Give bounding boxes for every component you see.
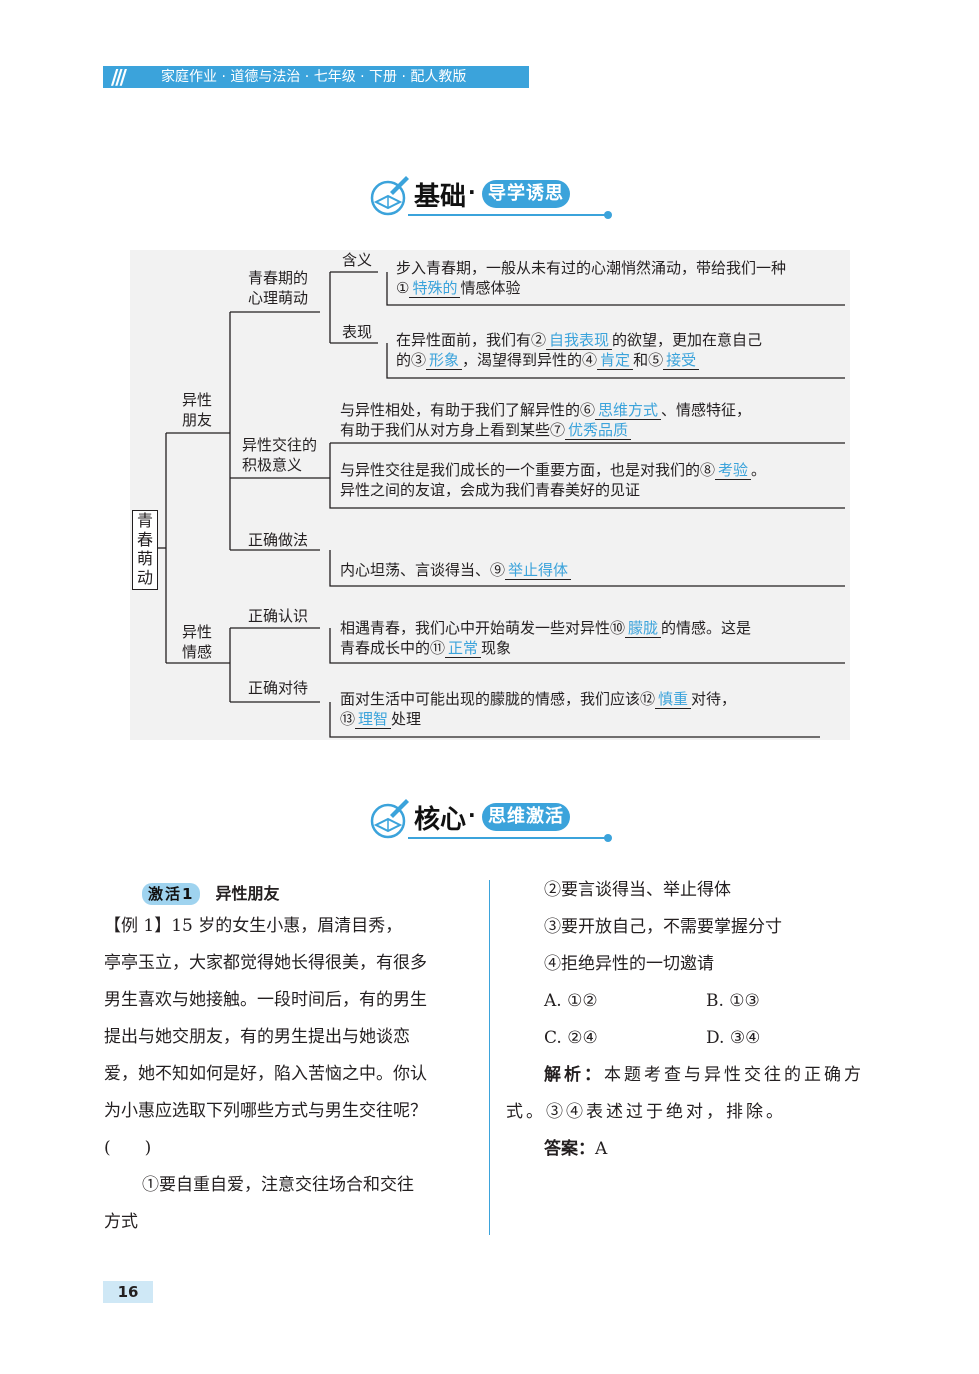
activity-badge: 激活1 [142, 883, 201, 905]
section-dot: · [468, 180, 476, 204]
section-underline-dot [604, 834, 612, 842]
choice-a: A. ①② [544, 991, 598, 1011]
section-sub-label: 导学诱思 [482, 180, 570, 208]
choice-c: C. ②④ [544, 1028, 598, 1048]
mind-map-root: 青春萌动 [132, 510, 158, 590]
section-underline [408, 214, 608, 216]
question-options: ②要言谈得当、举止得体 ③要开放自己，不需要掌握分寸 ④拒绝异性的一切邀请 A.… [506, 872, 878, 1168]
label-behavior: 表现 [342, 323, 373, 341]
choice-d: D. ③④ [706, 1028, 761, 1048]
node-heart: 青春期的心理萌动 [248, 269, 309, 307]
section-underline-dot [604, 211, 612, 219]
mind-map-connectors [158, 271, 845, 738]
choice-row-1: A. ①② B. ①③ [506, 983, 878, 1020]
section-sub-label: 思维激活 [482, 803, 570, 831]
header-title: 家庭作业 · 道德与法治 · 七年级 · 下册 · 配人教版 [161, 69, 467, 85]
branch-friend: 异性朋友 [182, 391, 213, 429]
slash-icon: /// [111, 65, 127, 89]
answer-line: 答案：A [544, 1139, 608, 1159]
option-2: ②要言谈得当、举止得体 [544, 880, 731, 900]
node-correct-treat: 正确对待 [248, 679, 309, 697]
column-divider [489, 880, 490, 1235]
choice-row-2: C. ②④ D. ③④ [506, 1020, 878, 1057]
activity-heading: 激活1 异性朋友 [142, 880, 280, 905]
section-title-basic: 基础 · 导学诱思 [0, 170, 979, 220]
node-correct-view: 正确认识 [248, 607, 309, 625]
mind-map: 青春萌动 异性朋友 异性情感 青春期的心理萌动 含义 表现 异性交往的积极意义 … [130, 250, 850, 740]
analysis-line-2: 式。③④表述过于绝对，排除。 [506, 1102, 786, 1122]
book-pen-logo-icon [370, 176, 409, 216]
question-stem: 【例 1】15 岁的女生小惠，眉清目秀， 亭亭玉立，大家都觉得她长得很美，有很多… [104, 908, 476, 1241]
analysis-line-1: 解析：本题考查与异性交往的正确方 [544, 1065, 864, 1085]
option-4: ④拒绝异性的一切邀请 [544, 954, 714, 974]
section-title-core: 核心 · 思维激活 [0, 793, 979, 843]
answer-blank: ( ) [104, 1138, 152, 1158]
page-number: 16 [103, 1281, 153, 1303]
activity-title: 异性朋友 [215, 884, 280, 903]
node-positive: 异性交往的积极意义 [242, 436, 318, 474]
choice-b: B. ①③ [706, 991, 760, 1011]
section-main-label: 基础 [414, 182, 467, 212]
book-pen-logo-icon [370, 799, 409, 839]
option-3: ③要开放自己，不需要掌握分寸 [544, 917, 782, 937]
branch-emotion: 异性情感 [182, 623, 213, 661]
header-bar: /// 家庭作业 · 道德与法治 · 七年级 · 下册 · 配人教版 [103, 66, 529, 88]
section-underline [408, 837, 608, 839]
label-meaning: 含义 [342, 251, 373, 269]
option-1: ①要自重自爱，注意交往场合和交往 [142, 1175, 414, 1195]
section-dot: · [468, 803, 476, 827]
node-correct-method: 正确做法 [248, 531, 309, 549]
section-main-label: 核心 [414, 805, 467, 835]
